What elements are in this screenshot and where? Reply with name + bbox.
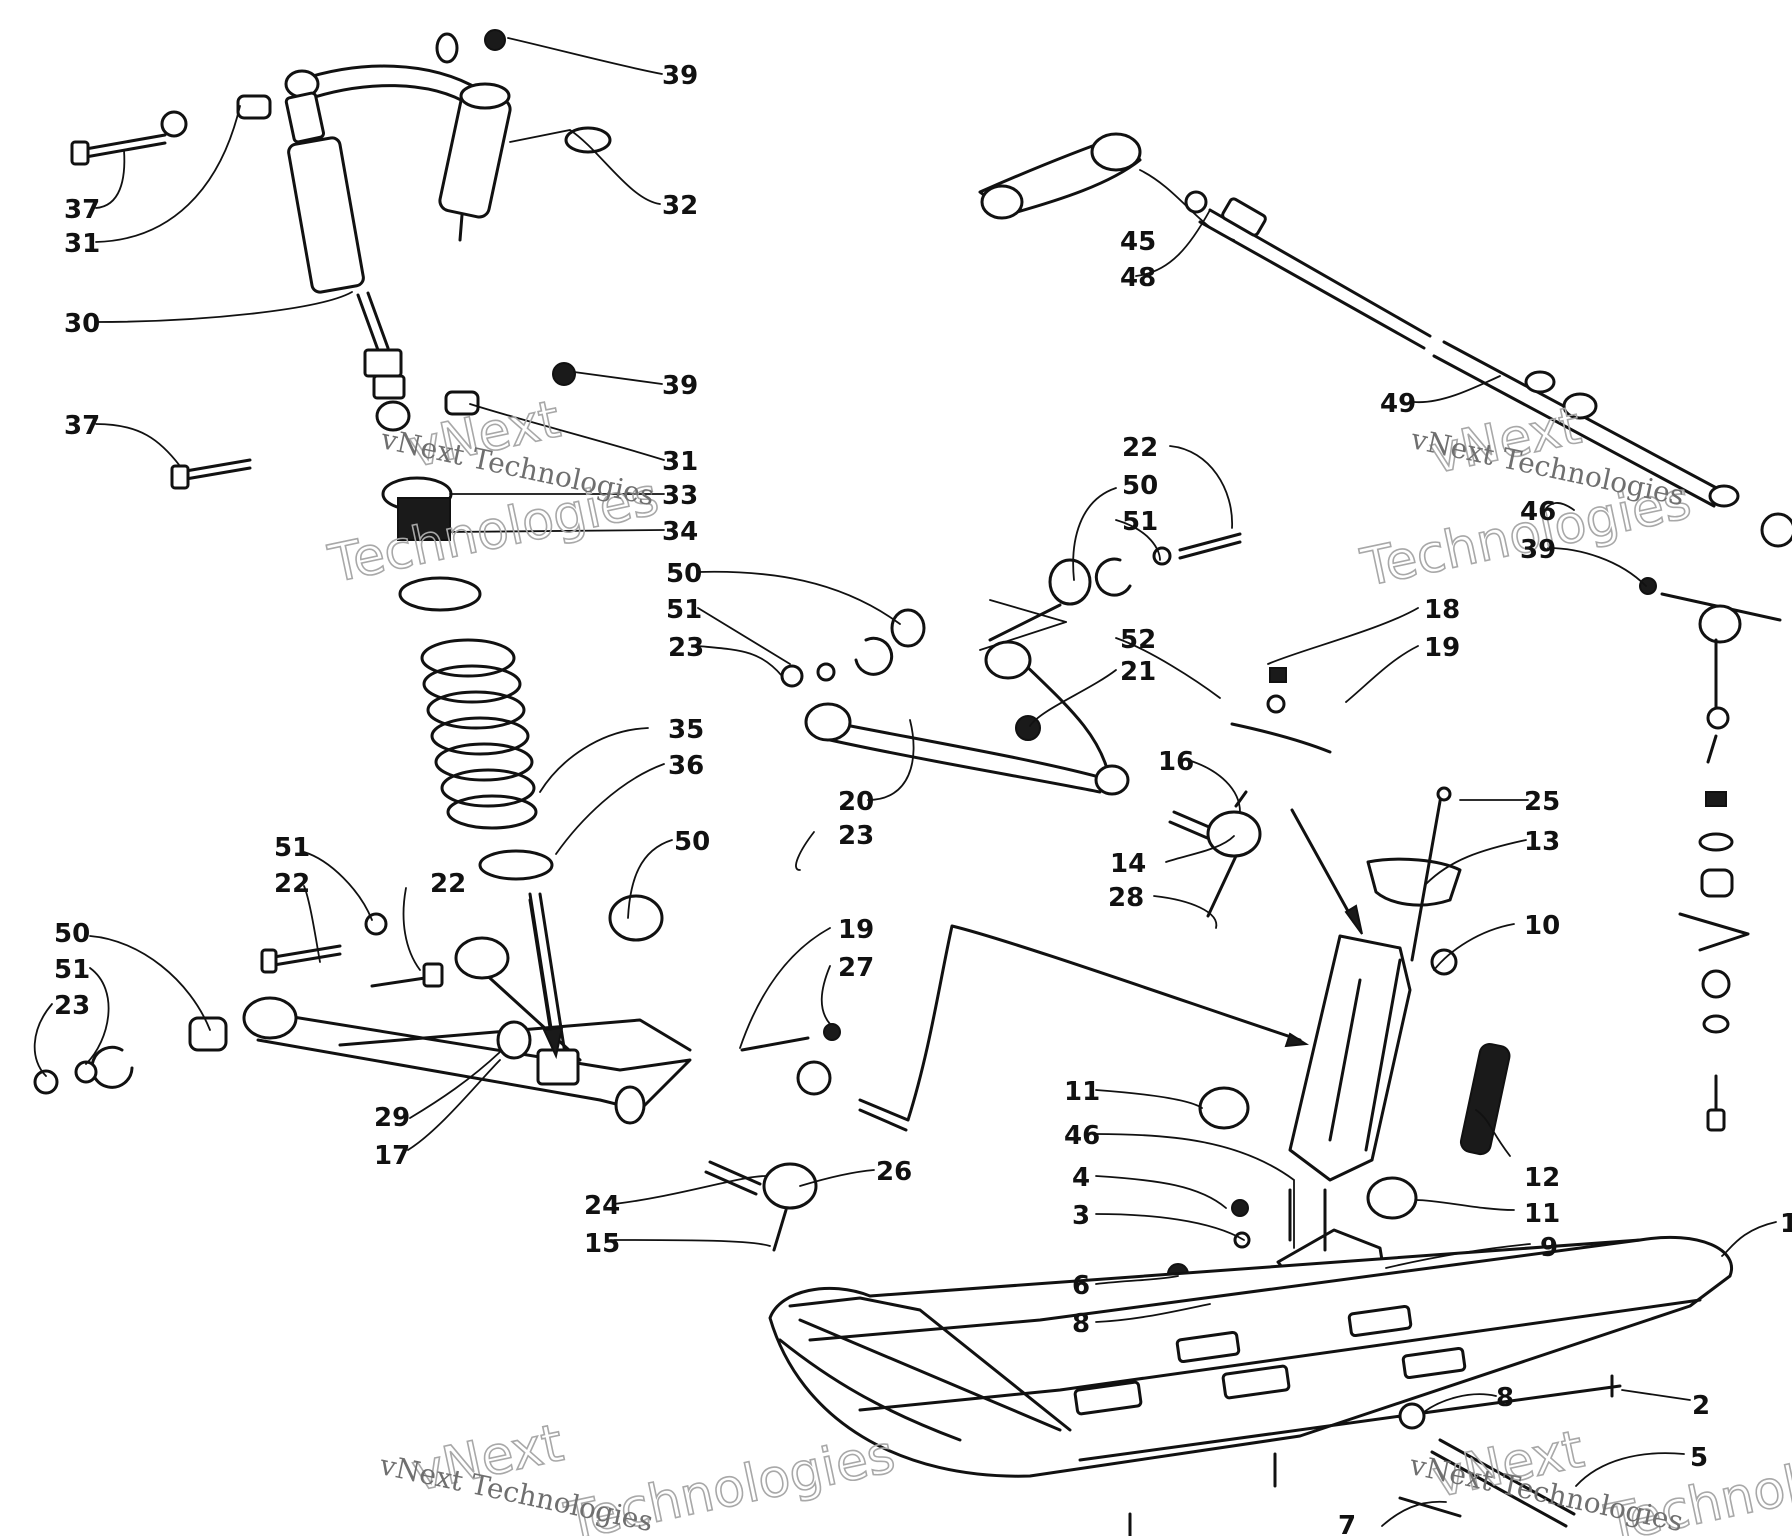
part-number-label: 39 [662,371,698,401]
part-number-label: 17 [374,1141,410,1171]
part-number-label: 11 [1524,1199,1560,1229]
part-number-label: 23 [668,633,704,663]
part-number-label: 20 [838,787,874,817]
part-number-callouts: 39 32 37 31 30 39 37 31 33 34 45 48 49 4… [54,61,1792,1536]
part-number-label: 4 [1072,1163,1090,1193]
part-number-label: 1 [1780,1209,1792,1239]
part-number-label: 46 [1520,497,1556,527]
part-number-label: 22 [1122,433,1158,463]
part-number-label: 16 [1158,747,1194,777]
part-number-label: 18 [1424,595,1460,625]
part-number-label: 24 [584,1191,620,1221]
part-number-label: 7 [1338,1511,1356,1536]
part-number-label: 50 [1122,471,1158,501]
part-number-label: 36 [668,751,704,781]
part-number-label: 51 [666,595,702,625]
part-number-label: 19 [838,915,874,945]
part-number-label: 12 [1524,1163,1560,1193]
part-number-label: 31 [662,447,698,477]
part-number-label: 27 [838,953,874,983]
part-number-label: 14 [1110,849,1146,879]
part-number-label: 8 [1072,1309,1090,1339]
part-number-label: 39 [1520,535,1556,565]
part-number-label: 37 [64,411,100,441]
part-number-label: 19 [1424,633,1460,663]
part-number-label: 25 [1524,787,1560,817]
right-hardware-stack-drawing [1678,638,1750,1132]
part-number-label: 9 [1540,1233,1558,1263]
part-number-label: 29 [374,1103,410,1133]
part-number-label: 35 [668,715,704,745]
part-number-label: 48 [1120,263,1156,293]
callout-leader-lines [33,37,1777,1527]
shock-absorber-drawing [70,29,612,490]
lower-a-arm-drawing [33,894,692,1125]
part-number-label: 28 [1108,883,1144,913]
part-number-label: 5 [1690,1443,1708,1473]
part-number-label: 51 [54,955,90,985]
part-number-label: 23 [54,991,90,1021]
part-number-label: 30 [64,309,100,339]
part-number-label: 50 [674,827,710,857]
part-number-label: 26 [876,1157,912,1187]
part-number-label: 33 [662,481,698,511]
part-number-label: 10 [1524,911,1560,941]
parts-illustration [33,29,1792,1536]
ski-drawing [768,1235,1733,1536]
part-number-label: 11 [1064,1077,1100,1107]
part-number-label: 39 [662,61,698,91]
upper-a-arm-drawing [780,532,1242,796]
part-number-label: 32 [662,191,698,221]
part-number-label: 6 [1072,1271,1090,1301]
part-number-label: 23 [838,821,874,851]
part-number-label: 49 [1380,389,1416,419]
part-number-label: 50 [54,919,90,949]
part-number-label: 52 [1120,625,1156,655]
part-number-label: 15 [584,1229,620,1259]
part-number-label: 45 [1120,227,1156,257]
assembly-arrows [528,808,1363,1060]
part-number-label: 2 [1692,1391,1710,1421]
part-number-label: 21 [1120,657,1156,687]
part-number-label: 22 [274,869,310,899]
part-number-label: 31 [64,229,100,259]
part-number-label: 51 [1122,507,1158,537]
part-number-label: 3 [1072,1201,1090,1231]
part-number-label: 51 [274,833,310,863]
part-number-label: 8 [1496,1383,1514,1413]
part-number-label: 46 [1064,1121,1100,1151]
part-number-label: 50 [666,559,702,589]
part-number-label: 34 [662,517,698,547]
spindle-drawing [1167,786,1511,1318]
part-number-label: 22 [430,869,466,899]
ball-joint-drawing [704,667,1332,1252]
tie-rod-drawing [978,132,1792,644]
part-number-label: 13 [1524,827,1560,857]
part-number-label: 37 [64,195,100,225]
